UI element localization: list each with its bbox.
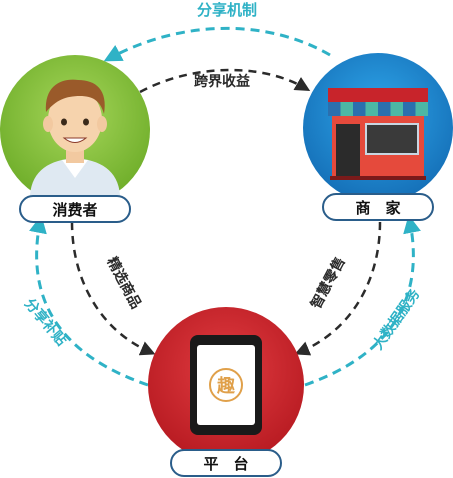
arrow-consumer-to-merchant-dark <box>139 68 311 94</box>
consumer-node <box>0 55 150 205</box>
label-title: 分享机制 <box>197 1 257 19</box>
platform-label-pill: 平 台 <box>170 449 282 477</box>
merchant-node <box>303 53 453 203</box>
label-consumer-to-merchant: 跨界收益 <box>194 73 250 90</box>
platform-label: 平 台 <box>203 455 248 473</box>
arrow-platform-to-consumer-teal <box>29 214 149 387</box>
platform-node: 趣 <box>148 307 304 463</box>
app-logo-text: 趣 <box>216 376 236 397</box>
consumer-label: 消费者 <box>52 201 97 219</box>
arrow-consumer-to-platform-dark <box>70 221 156 356</box>
label-platform-to-merchant: 大数据服务 <box>369 285 424 353</box>
arrow-merchant-to-consumer-teal <box>103 26 331 62</box>
consumer-label-pill: 消费者 <box>19 195 131 223</box>
phone-icon: 趣 <box>190 335 262 435</box>
shop-icon <box>328 88 428 180</box>
arrow-merchant-to-platform-dark <box>294 221 382 356</box>
person-icon <box>30 79 120 195</box>
merchant-label-pill: 商 家 <box>322 193 434 221</box>
arrow-platform-to-merchant-teal <box>304 214 421 387</box>
label-merchant-to-platform: 智慧零售 <box>307 254 349 312</box>
merchant-label: 商 家 <box>355 199 400 217</box>
label-consumer-to-platform: 精选商品 <box>103 254 144 311</box>
